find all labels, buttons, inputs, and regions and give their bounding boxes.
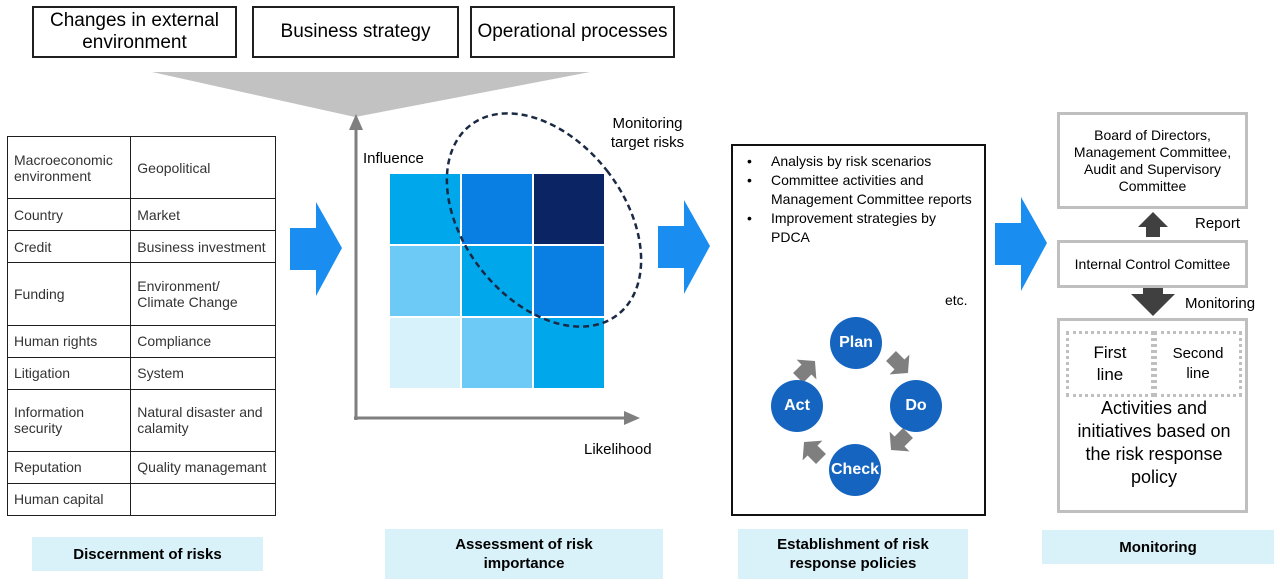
matrix-cell [461, 245, 533, 317]
matrix-cell [533, 317, 605, 389]
risk-cell: Funding [6, 262, 132, 326]
caption-establishment: Establishment of risk response policies [738, 529, 968, 579]
caption-monitoring-label: Monitoring [1119, 538, 1197, 556]
second-line-box: Second line [1154, 331, 1242, 397]
risk-cell [130, 482, 276, 517]
matrix-cell [461, 173, 533, 245]
caption-establishment-label: Establishment of risk response policies [777, 536, 929, 572]
matrix-cell [389, 245, 461, 317]
board-label: Board of Directors, Management Committee… [1073, 126, 1232, 194]
business-strategy-box: Business strategy [252, 6, 459, 58]
report-label: Report [1195, 215, 1241, 232]
flow-arrow-icon [658, 200, 710, 294]
caption-discernment: Discernment of risks [32, 537, 263, 571]
matrix-cell [389, 173, 461, 245]
external-environment-box: Changes in external environment [32, 6, 237, 58]
activities-label: Activities and initiatives based on the … [1077, 398, 1231, 487]
risk-cell: Litigation [6, 356, 132, 390]
act-circle: Act [771, 380, 823, 432]
policy-item: Improvement strategies by PDCA [743, 209, 973, 247]
risk-cell: Business investment [130, 230, 276, 264]
risk-cell: Quality managemant [130, 450, 276, 484]
second-line-label: Second line [1172, 345, 1224, 382]
risk-cell: System [130, 356, 276, 390]
risk-cell: Country [6, 198, 132, 232]
operational-processes-label: Operational processes [477, 21, 668, 42]
do-circle: Do [890, 380, 942, 432]
flow-arrow-icon [995, 197, 1047, 291]
check-circle: Check [829, 444, 881, 496]
internal-control-label: Internal Control Comittee [1074, 255, 1231, 272]
risk-cell: Credit [6, 230, 132, 264]
monitoring-target-label: Monitoring target risks [610, 115, 685, 151]
external-environment-label: Changes in external environment [50, 10, 219, 53]
plan-circle: Plan [830, 317, 882, 369]
internal-control-box: Internal Control Comittee [1057, 240, 1248, 288]
x-axis-arrow-icon [624, 411, 640, 425]
matrix-cell [533, 245, 605, 317]
first-line-label: First line [1093, 343, 1127, 384]
up-arrow-icon [1138, 212, 1168, 237]
matrix-cell [461, 317, 533, 389]
risk-cell: Natural disaster and calamity [130, 388, 276, 452]
policy-item: Committee activities and Management Comm… [743, 171, 973, 209]
caption-assessment: Assessment of risk importance [385, 529, 663, 579]
flow-arrow-icon [290, 202, 342, 296]
risk-cell: Human capital [6, 482, 132, 517]
business-strategy-label: Business strategy [280, 21, 431, 42]
risk-cell: Macroeconomic environment [6, 135, 132, 200]
etc-label: etc. [945, 292, 968, 308]
pdca-arrow-icon [793, 359, 817, 383]
risk-cell: Human rights [6, 324, 132, 358]
matrix-cell [533, 173, 605, 245]
monitoring-arrow-label: Monitoring [1185, 295, 1256, 312]
influence-label: Influence [363, 150, 424, 167]
risk-cell: Geopolitical [130, 135, 276, 200]
caption-assessment-label: Assessment of risk importance [455, 536, 593, 572]
matrix-cell [389, 317, 461, 389]
caption-discernment-label: Discernment of risks [73, 545, 222, 563]
likelihood-label: Likelihood [584, 441, 652, 458]
y-axis-arrow-icon [349, 114, 363, 130]
policy-item: Analysis by risk scenarios [743, 152, 973, 171]
activities-box: First line Second line Activities and in… [1057, 318, 1248, 513]
pdca-arrow-icon [889, 428, 913, 452]
caption-monitoring: Monitoring [1042, 530, 1274, 564]
risk-cell: Environment/ Climate Change [130, 262, 276, 326]
risk-cell: Information security [6, 388, 132, 452]
down-arrow-icon [1131, 294, 1175, 316]
policy-list: Analysis by risk scenarios Committee act… [743, 152, 973, 247]
pdca-arrow-icon [886, 351, 910, 375]
operational-processes-box: Operational processes [470, 6, 675, 58]
board-box: Board of Directors, Management Committee… [1057, 112, 1248, 209]
risk-cell: Compliance [130, 324, 276, 358]
pdca-arrow-icon [802, 440, 826, 464]
risk-row: Human capital [6, 482, 276, 517]
first-line-box: First line [1066, 331, 1154, 397]
